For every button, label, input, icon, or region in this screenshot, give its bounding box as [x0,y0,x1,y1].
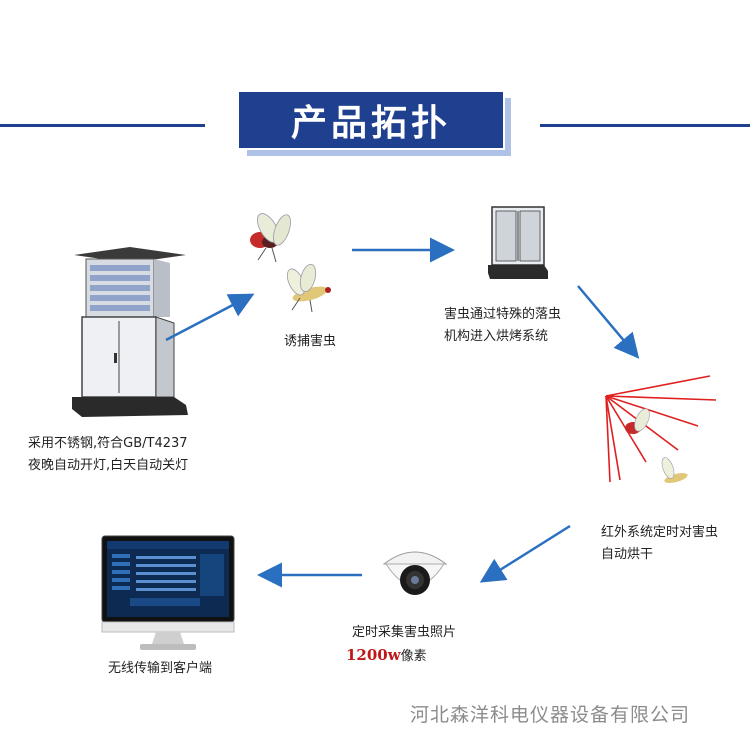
arrow-device-to-lure [165,293,255,342]
company-name: 河北森洋科电仪器设备有限公司 [410,704,691,726]
camera-description: 定时采集害虫照片 1200w像素 [346,622,457,668]
camera-image [382,551,448,595]
header-line-right [540,124,750,127]
infrared-description: 红外系统定时对害虫 自动烘干 [601,522,718,566]
camera-pixels-suffix: 像素 [400,649,427,664]
camera-line-2: 1200w像素 [346,644,456,668]
monitor-label: 无线传输到客户端 [108,661,213,676]
cabinet-line-1: 害虫通过特殊的落虫 [444,307,562,322]
camera-line-1: 定时采集害虫照片 [352,625,457,640]
infrared-line-1: 红外系统定时对害虫 [601,525,719,540]
device-line-2: 夜晚自动开灯,白天自动关灯 [28,458,189,473]
insects-image [250,213,331,313]
device-line-1: 采用不锈钢,符合GB/T4237 [28,436,188,451]
insect-yellow [286,263,331,313]
camera-pixels-value: 1200w [346,646,401,664]
drying-cabinet-image [488,206,548,279]
header-line-left [0,124,205,127]
trap-device-image [72,247,188,417]
cabinet-line-2: 机构进入烘烤系统 [444,329,549,344]
page-title: 产品拓扑 [237,90,505,150]
insect-red [250,213,291,263]
infrared-beams-image [605,375,717,483]
lure-label: 诱捕害虫 [284,334,337,349]
device-description: 采用不锈钢,符合GB/T4237 夜晚自动开灯,白天自动关灯 [28,433,188,477]
cabinet-description: 害虫通过特殊的落虫 机构进入烘烤系统 [444,304,561,348]
arrow-cabinet-to-infrared [577,285,640,359]
title-banner: 产品拓扑 [237,90,513,156]
infrared-line-2: 自动烘干 [601,547,654,562]
arrow-infrared-to-camera [479,524,571,583]
monitor-image [101,535,235,650]
